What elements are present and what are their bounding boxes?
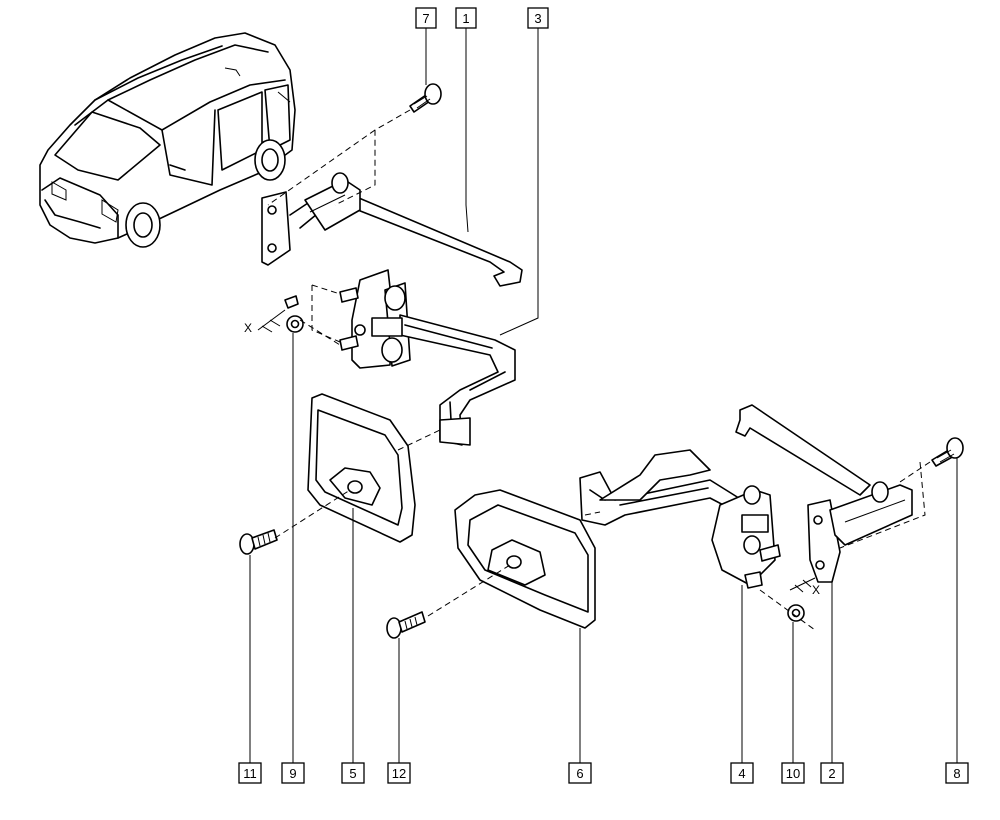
assembly-lines: [267, 109, 931, 631]
callout-6: 6: [568, 762, 592, 784]
callout-leaders: [249, 28, 958, 763]
nut-9: [284, 295, 304, 333]
callout-2: 2: [820, 762, 844, 784]
svg-text:11: 11: [243, 766, 257, 781]
svg-text:9: 9: [289, 766, 296, 781]
check-arm-2: [735, 404, 913, 583]
axis-label-right: X: [812, 583, 820, 597]
svg-text:10: 10: [786, 766, 800, 781]
svg-text:3: 3: [534, 11, 541, 26]
axis-marker-right: X: [789, 577, 820, 597]
axis-label-left: X: [244, 321, 252, 335]
axis-marker-left: X: [244, 309, 286, 335]
check-arm-1: [261, 172, 523, 287]
svg-text:7: 7: [422, 11, 429, 26]
callout-7: 7: [415, 7, 437, 29]
svg-text:1: 1: [462, 11, 469, 26]
svg-text:2: 2: [828, 766, 835, 781]
callout-3: 3: [527, 7, 549, 29]
callout-10: 10: [781, 762, 805, 784]
nut-10: [787, 604, 805, 622]
callout-8: 8: [945, 762, 969, 784]
svg-text:12: 12: [392, 766, 406, 781]
screw-11: [239, 529, 278, 555]
callout-1: 1: [455, 7, 477, 29]
cover-5: [307, 393, 416, 543]
bolt-7: [409, 83, 442, 113]
svg-text:4: 4: [738, 766, 745, 781]
screw-12: [386, 611, 426, 639]
svg-text:5: 5: [349, 766, 356, 781]
callout-9: 9: [281, 762, 305, 784]
callout-12: 12: [387, 762, 411, 784]
van-illustration: [39, 32, 296, 248]
callout-5: 5: [341, 762, 365, 784]
callout-4: 4: [730, 762, 754, 784]
hinge-3: [339, 269, 516, 446]
svg-text:6: 6: [576, 766, 583, 781]
cover-6: [454, 489, 596, 629]
hinge-4: [579, 449, 781, 589]
callout-11: 11: [238, 762, 262, 784]
svg-text:8: 8: [953, 766, 960, 781]
bolt-8: [931, 437, 964, 467]
